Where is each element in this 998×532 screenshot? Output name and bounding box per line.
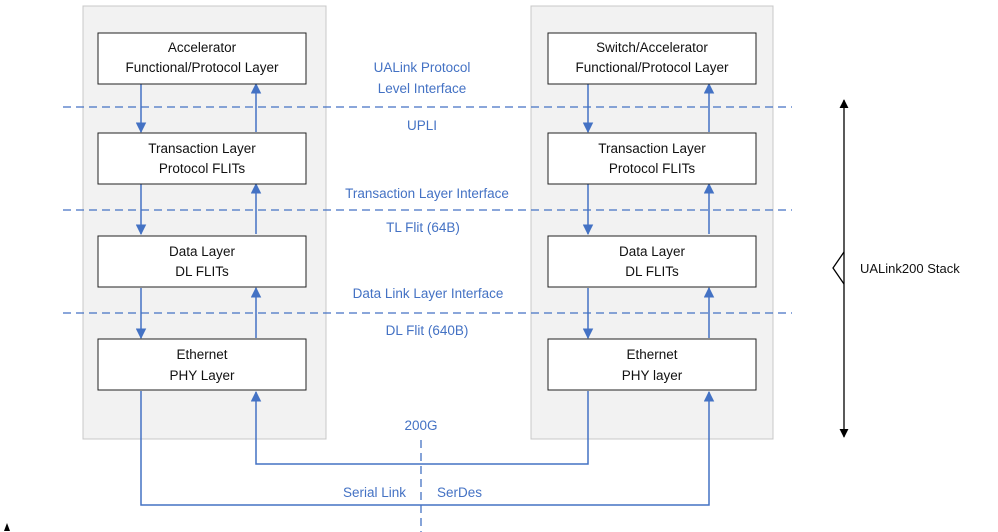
right-layer-box-transaction: [547, 132, 757, 185]
serial-link-outer-path: [140, 390, 715, 506]
right-transaction-line2: Protocol FLITs: [609, 161, 696, 176]
left-layer-box-transaction: [97, 132, 307, 185]
right-data-line1: Data Layer: [619, 244, 686, 259]
upli-label: UPLI: [407, 118, 437, 133]
left-data-line1: Data Layer: [169, 244, 236, 259]
upli-title-line1: UALink Protocol: [374, 60, 471, 75]
right-ethernet-line2: PHY layer: [622, 368, 683, 383]
serdes-label: SerDes: [437, 485, 482, 500]
corner-mark-icon: [4, 523, 10, 531]
right-layer-box-functional: [547, 32, 757, 85]
serial-link-label: Serial Link: [343, 485, 406, 500]
right-functional-line2: Functional/Protocol Layer: [575, 60, 729, 75]
left-transaction-line1: Transaction Layer: [148, 141, 256, 156]
right-layer-box-ethernet: [547, 338, 757, 391]
left-data-line2: DL FLITs: [175, 264, 229, 279]
left-layer-box-data: [97, 235, 307, 288]
right-functional-line1: Switch/Accelerator: [596, 40, 708, 55]
tl-interface-title: Transaction Layer Interface: [345, 186, 509, 201]
left-functional-line1: Accelerator: [168, 40, 237, 55]
stack-label: UALink200 Stack: [860, 261, 960, 276]
left-transaction-line2: Protocol FLITs: [159, 161, 246, 176]
tl-flit-label: TL Flit (64B): [386, 220, 460, 235]
dl-flit-label: DL Flit (640B): [386, 323, 469, 338]
link-speed-label: 200G: [404, 418, 437, 433]
dl-interface-title: Data Link Layer Interface: [353, 286, 504, 301]
right-transaction-line1: Transaction Layer: [598, 141, 706, 156]
serial-link-inner-path: [250, 390, 589, 465]
left-layer-box-ethernet: [97, 338, 307, 391]
right-ethernet-line1: Ethernet: [626, 347, 677, 362]
right-layer-box-data: [547, 235, 757, 288]
right-data-line2: DL FLITs: [625, 264, 679, 279]
left-ethernet-line1: Ethernet: [176, 347, 227, 362]
stack-brace-notch: [832, 251, 845, 285]
left-layer-box-functional: [97, 32, 307, 85]
left-ethernet-line2: PHY Layer: [169, 368, 235, 383]
left-functional-line2: Functional/Protocol Layer: [125, 60, 279, 75]
upli-title-line2: Level Interface: [378, 81, 467, 96]
